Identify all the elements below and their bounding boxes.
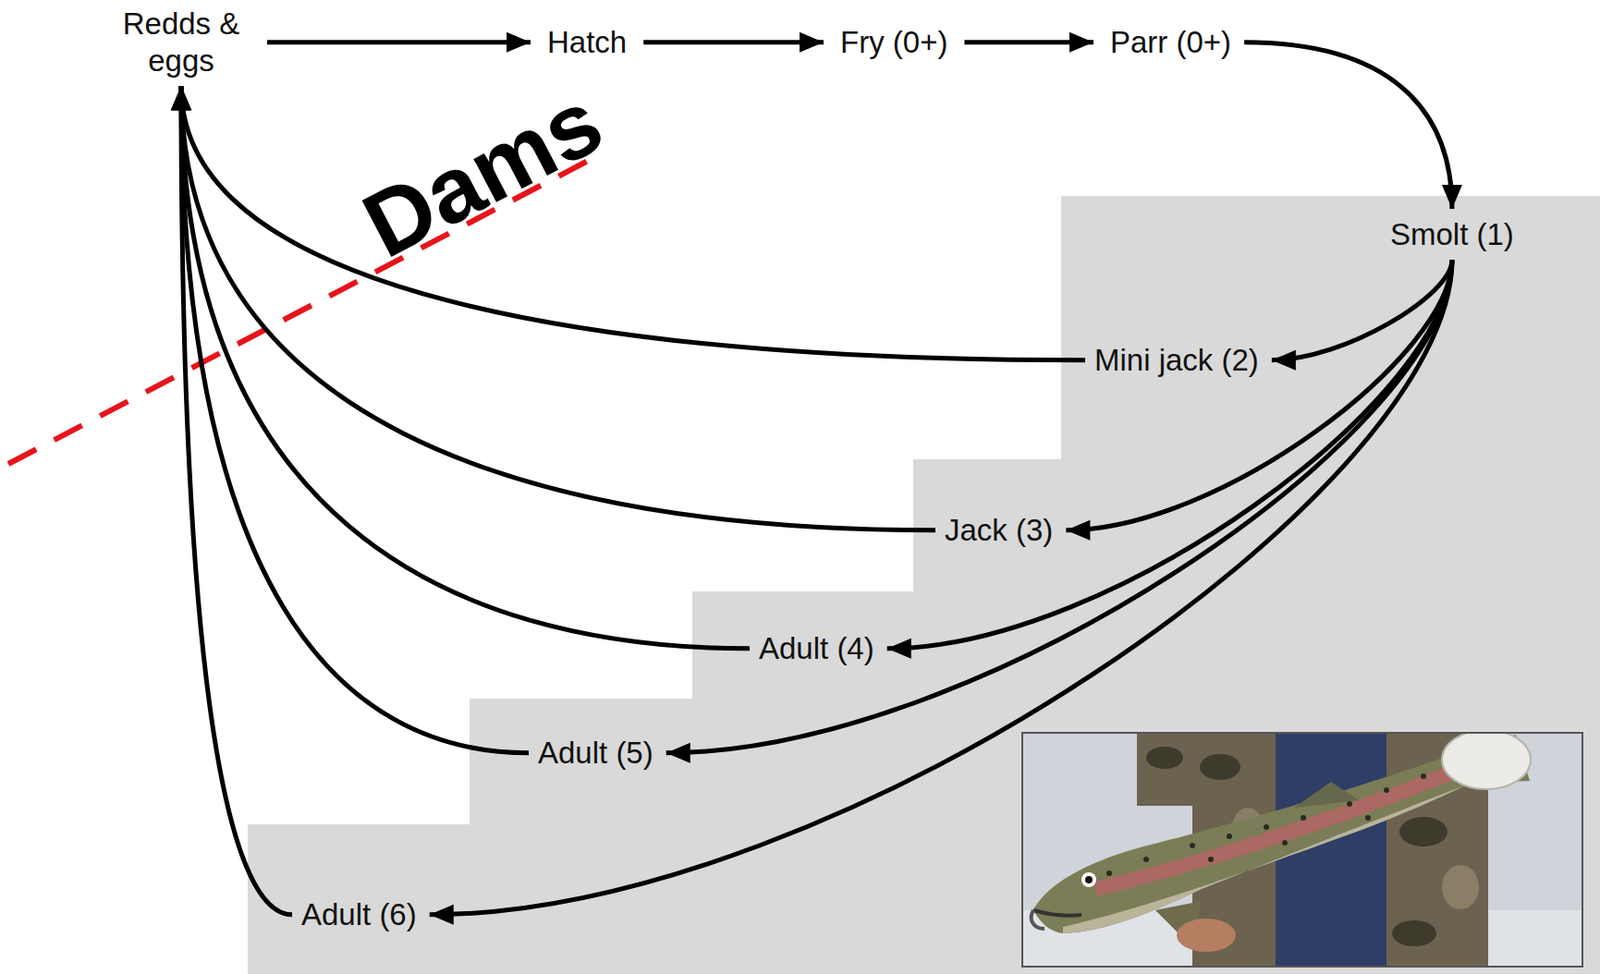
life-cycle-arrow	[666, 260, 1453, 764]
stage-label: Mini jack (2)	[1094, 341, 1259, 379]
life-cycle-arrow	[643, 32, 824, 53]
arrow-line	[887, 260, 1453, 649]
fish-spot	[1300, 815, 1307, 821]
stage-text: Hatch	[547, 24, 627, 62]
stage-label: Jack (3)	[944, 512, 1053, 550]
fish-dorsal-fin	[1294, 781, 1359, 808]
stage-label: Redds & eggs	[111, 5, 251, 79]
fish-spot	[1208, 856, 1214, 863]
stage-label: Hatch	[547, 24, 627, 62]
arrow-head	[1065, 520, 1090, 541]
glove	[1441, 732, 1531, 790]
stage-label: Adult (4)	[758, 630, 875, 668]
stage-label: Smolt (1)	[1390, 216, 1515, 254]
life-cycle-arrow	[964, 32, 1094, 53]
stage-text: Jack (3)	[944, 512, 1053, 550]
arrow-line	[643, 39, 824, 45]
fish-stripe	[1095, 769, 1461, 890]
fish-spot	[1263, 824, 1270, 831]
stage-text: Redds & eggs	[111, 5, 251, 79]
arrow-line	[1065, 260, 1453, 531]
fish-spot	[1106, 870, 1112, 877]
arrow-head	[170, 85, 192, 110]
arrow-head	[887, 638, 912, 660]
arrow-head	[1271, 350, 1296, 371]
arrow-head	[506, 32, 531, 53]
arrow-head	[666, 743, 691, 764]
stage-label: Adult (6)	[301, 896, 417, 934]
arrow-line	[181, 85, 1086, 361]
arrow-head	[1069, 32, 1094, 53]
camo-spot	[1399, 817, 1448, 847]
stage-label: Adult (5)	[537, 734, 654, 772]
life-cycle-arrow	[1244, 42, 1463, 209]
arrow-head	[170, 85, 192, 110]
ocean-staircase	[247, 195, 1600, 974]
arrow-line	[181, 85, 293, 916]
arrow-line	[267, 39, 531, 45]
camo-spot	[1146, 746, 1184, 770]
fish-spot	[1365, 815, 1371, 821]
life-cycle-arrow	[170, 85, 1086, 361]
fish-spot	[1143, 856, 1149, 863]
arrow-head	[1441, 184, 1463, 209]
camo-spot	[1441, 865, 1479, 910]
fish-eye	[1081, 872, 1097, 888]
arrow-head	[170, 85, 192, 110]
arrow-head	[170, 85, 192, 110]
fish-mouth	[1033, 910, 1082, 917]
arrow-line	[1244, 42, 1453, 209]
fish-jaw-hook	[1031, 910, 1045, 929]
stage-text: Adult (5)	[537, 734, 654, 772]
arrow-head	[799, 32, 824, 53]
stage-text: Parr (0+)	[1110, 24, 1232, 62]
life-cycle-arrow	[170, 85, 293, 916]
stage-text: Adult (4)	[758, 630, 875, 668]
stage-label: Parr (0+)	[1110, 24, 1232, 62]
stage-text: Adult (6)	[301, 896, 417, 934]
fish-spot	[1420, 773, 1427, 780]
fish-spot	[1189, 842, 1196, 849]
arrow-head	[429, 904, 454, 926]
life-cycle-arrow	[267, 32, 531, 53]
salmon-photo	[1021, 732, 1584, 968]
dams-label: Dams	[349, 73, 616, 273]
stage-text: Fry (0+)	[840, 24, 948, 62]
hand	[1176, 918, 1236, 953]
arrow-head	[170, 85, 192, 110]
fish-spot	[1346, 801, 1353, 807]
fish-spot	[1282, 840, 1288, 846]
camo-spot	[1199, 754, 1241, 781]
person-sleeve	[1136, 732, 1202, 807]
camo-spot	[1392, 920, 1437, 947]
life-cycle-arrow	[887, 260, 1453, 660]
fish-spot	[1226, 833, 1233, 840]
stage-text: Smolt (1)	[1390, 216, 1515, 254]
fish-pupil	[1085, 876, 1093, 884]
stage-label: Fry (0+)	[840, 24, 948, 62]
stage-text: Mini jack (2)	[1094, 341, 1259, 379]
photo-border	[1021, 732, 1584, 968]
arrow-line	[666, 260, 1453, 754]
fish-belly	[1062, 783, 1470, 934]
fish-spot	[1383, 787, 1390, 794]
